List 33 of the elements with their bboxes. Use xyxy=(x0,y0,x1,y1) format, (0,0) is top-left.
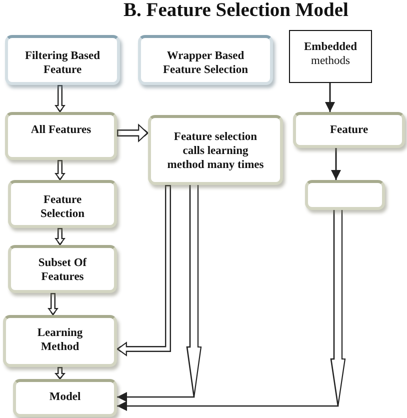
box-label: All Features xyxy=(30,123,92,137)
process-box xyxy=(138,35,273,85)
block-arrow xyxy=(117,185,171,356)
box-label: Feature selection calls learning method many times xyxy=(166,130,265,172)
arrow xyxy=(117,185,202,402)
box-label: Learning Method xyxy=(36,326,84,354)
process-box xyxy=(8,180,117,228)
box-label: Model xyxy=(48,390,82,404)
process-box xyxy=(148,115,283,185)
block-arrow xyxy=(55,160,65,180)
diagram-title: B. Feature Selection Model xyxy=(124,0,348,22)
block-arrow xyxy=(55,228,65,245)
box-label: Subset Of Features xyxy=(37,256,88,284)
box-label: Filtering Based Feature xyxy=(24,49,102,77)
box-label: Wrapper Based Feature Selection xyxy=(162,49,250,77)
process-box xyxy=(8,245,117,293)
block-arrow xyxy=(55,367,65,379)
arrow xyxy=(331,148,341,180)
empty-box xyxy=(305,180,385,210)
block-arrow xyxy=(117,124,148,142)
box-label: Embedded methods xyxy=(302,40,358,68)
process-box xyxy=(293,112,405,148)
process-box xyxy=(13,379,117,417)
arrow xyxy=(325,83,335,112)
process-box xyxy=(3,315,117,367)
box-label: Feature xyxy=(328,123,370,137)
arrow xyxy=(117,210,346,411)
process-box xyxy=(5,35,120,85)
block-arrow xyxy=(55,85,65,112)
box-label: Feature Selection xyxy=(39,193,86,221)
block-arrow xyxy=(48,293,58,315)
process-box xyxy=(289,30,372,83)
process-box xyxy=(5,112,117,160)
